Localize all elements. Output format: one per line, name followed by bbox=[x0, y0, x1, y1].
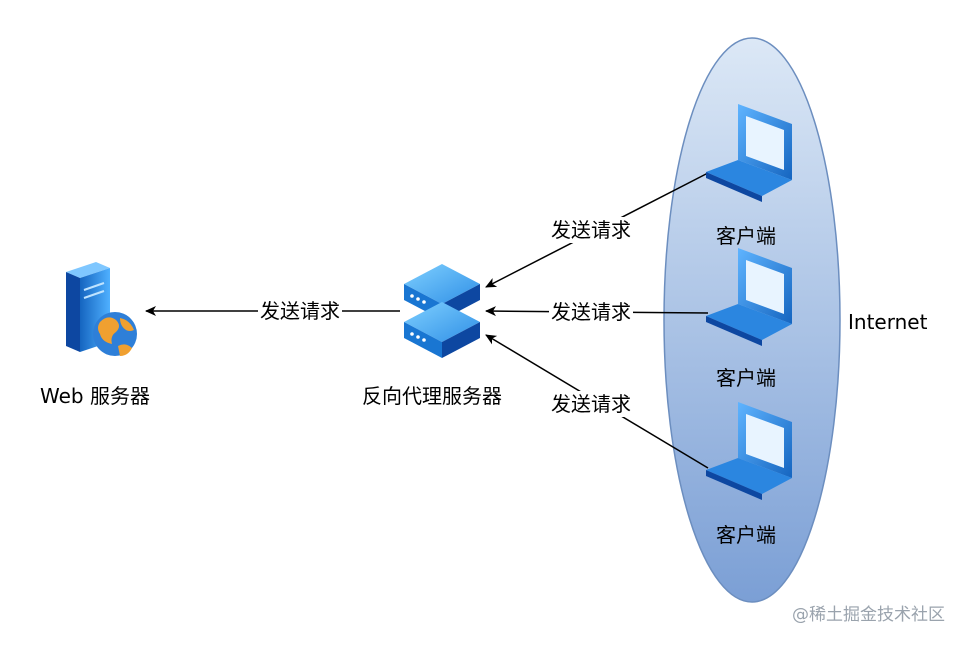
internet-label: Internet bbox=[848, 310, 928, 334]
web-server-icon bbox=[66, 262, 137, 356]
laptop-icon bbox=[706, 248, 792, 346]
client-label-3: 客户端 bbox=[716, 523, 776, 547]
edge-label-client3: 发送请求 bbox=[549, 391, 633, 417]
web-server-label: Web 服务器 bbox=[40, 384, 150, 408]
watermark-text: @稀土掘金技术社区 bbox=[792, 605, 945, 625]
laptop-icon bbox=[706, 402, 792, 500]
client-label-2: 客户端 bbox=[716, 366, 776, 390]
reverse-proxy-label: 反向代理服务器 bbox=[362, 384, 502, 408]
edge-label-proxy-to-web: 发送请求 bbox=[258, 298, 342, 324]
reverse-proxy-icon bbox=[404, 264, 480, 358]
client-label-1: 客户端 bbox=[716, 224, 776, 248]
edge-label-client2: 发送请求 bbox=[549, 299, 633, 325]
laptop-icon bbox=[706, 104, 792, 202]
edge-label-client1: 发送请求 bbox=[549, 217, 633, 243]
